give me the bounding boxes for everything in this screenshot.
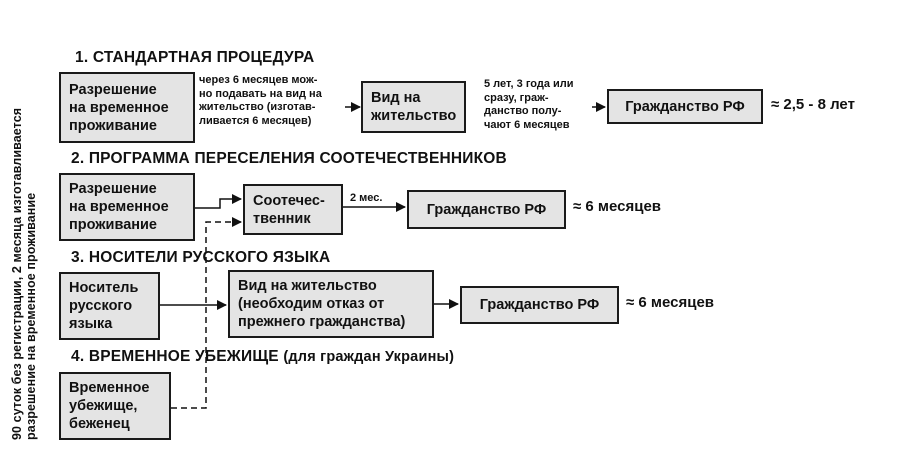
heading-standard-procedure: 1. СТАНДАРТНАЯ ПРОЦЕДУРА (75, 49, 315, 66)
note-line: ливается 6 месяцев) (199, 114, 312, 127)
box-line: проживание (69, 117, 157, 134)
box-line: твенник (253, 210, 311, 227)
box-line: убежище, (69, 398, 138, 414)
note-line: 5 лет, 3 года или (484, 78, 574, 90)
box-temporary-residence-1: Разрешение на временное проживание (59, 72, 195, 143)
box-native-speaker: Носитель русского языка (59, 272, 160, 340)
result-compatriots: ≈ 6 месяцев (573, 198, 662, 215)
box-temporary-residence-2: Разрешение на временное проживание (59, 173, 195, 241)
box-line: Вид на жительство (238, 278, 377, 294)
heading-temporary-asylum: 4. ВРЕМЕННОЕ УБЕЖИЩЕ (для граждан Украин… (71, 348, 454, 366)
box-line: русского (69, 298, 133, 314)
box-compatriot: Соотечес- твенник (243, 184, 343, 235)
box-line: Вид на (371, 90, 421, 106)
note-line: данство полу- (484, 105, 562, 117)
note-line: но подавать на вид на (199, 87, 322, 100)
box-citizenship-2: Гражданство РФ (407, 190, 566, 229)
heading-native-speakers: 3. НОСИТЕЛИ РУССКОГО ЯЗЫКА (71, 249, 331, 266)
box-temporary-asylum: Временное убежище, беженец (59, 372, 171, 440)
result-standard: ≈ 2,5 - 8 лет (771, 96, 855, 113)
note-years: 5 лет, 3 года или сразу, граж- данство п… (484, 78, 574, 132)
box-line: Разрешение (69, 81, 157, 98)
note-line: чают 6 месяцев (484, 118, 570, 131)
box-line: на временное (69, 99, 169, 116)
box-line: Разрешение (69, 181, 157, 197)
note-two-months: 2 мес. (350, 192, 383, 204)
box-line: Носитель (69, 280, 139, 296)
arrow-s2-to-compatriot (193, 194, 242, 209)
heading-text: 4. ВРЕМЕННОЕ УБЕЖИЩЕ (71, 348, 279, 365)
box-line: беженец (69, 416, 130, 432)
box-citizenship-1: Гражданство РФ (607, 89, 763, 124)
heading-note: (для граждан Украины) (283, 349, 455, 365)
box-residence-permit-3: Вид на жительство (необходим отказ от пр… (228, 270, 434, 338)
box-line: Временное (69, 380, 150, 396)
box-line: прежнего гражданства) (238, 314, 406, 330)
box-line: проживание (69, 217, 157, 233)
note-line: сразу, граж- (484, 91, 549, 104)
box-line: на временное (69, 199, 169, 215)
note-line: жительство (изготав- (199, 101, 316, 113)
box-line: языка (69, 316, 113, 332)
box-residence-permit-1: Вид на жительство (361, 81, 466, 133)
box-citizenship-3: Гражданство РФ (460, 286, 619, 324)
result-native-speakers: ≈ 6 месяцев (626, 294, 715, 311)
box-line: (необходим отказ от (238, 296, 385, 312)
box-line: жительство (371, 108, 457, 124)
heading-compatriots-program: 2. ПРОГРАММА ПЕРЕСЕЛЕНИЯ СООТЕЧЕСТВЕННИК… (71, 150, 507, 167)
box-line: Соотечес- (253, 192, 325, 209)
note-six-months: через 6 месяцев мож- но подавать на вид … (199, 74, 322, 128)
note-line: через 6 месяцев мож- (199, 74, 318, 86)
